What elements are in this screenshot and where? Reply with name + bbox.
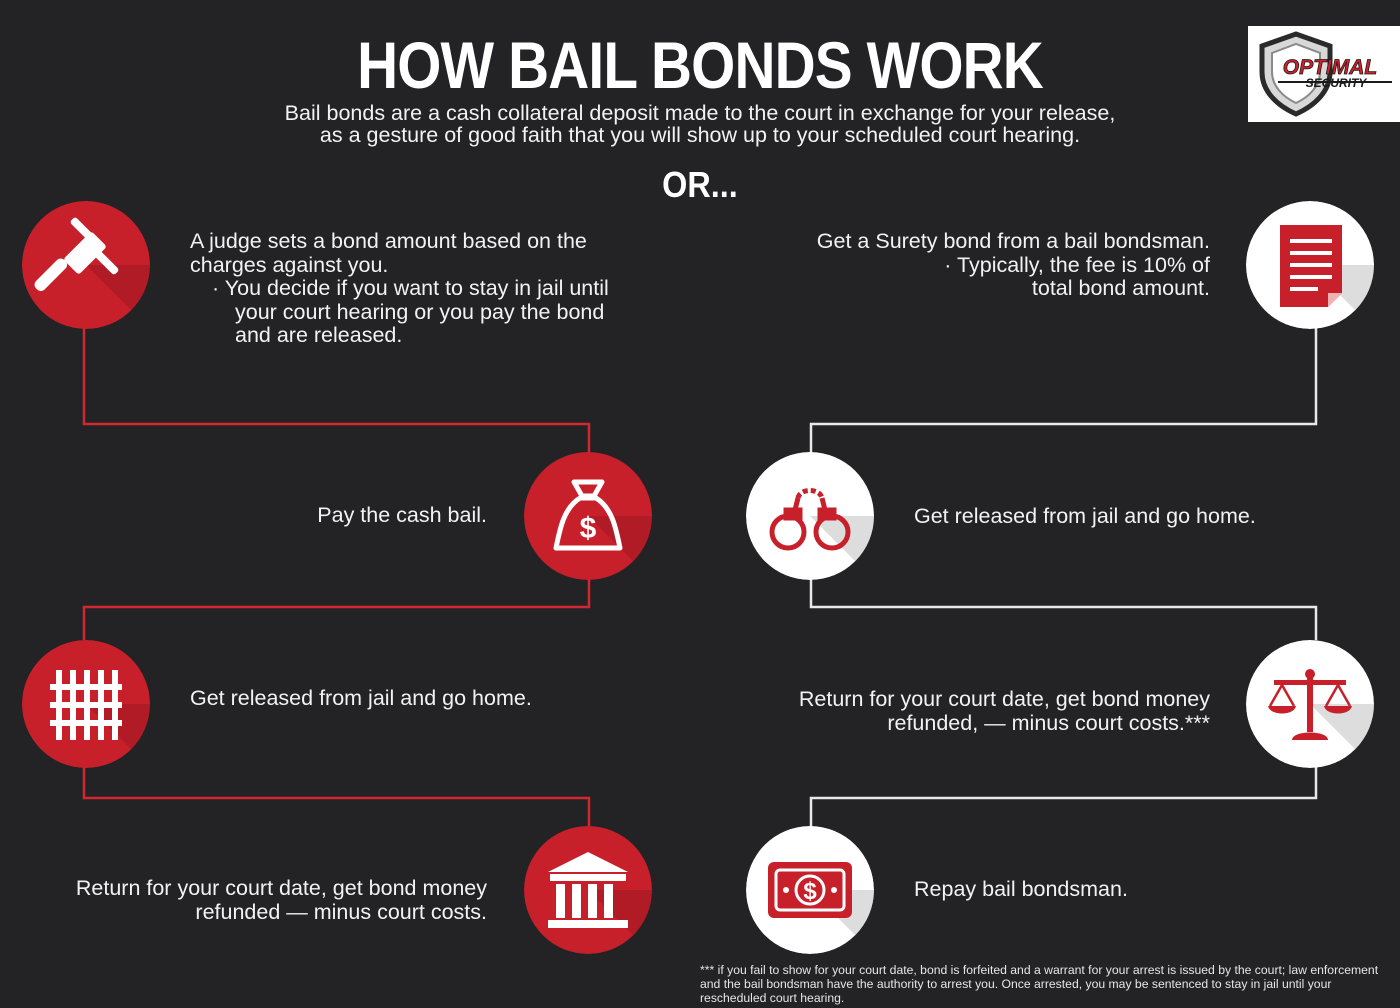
step-gavel-circle <box>22 201 150 329</box>
svg-text:$: $ <box>580 512 597 545</box>
scales-icon <box>1268 669 1352 740</box>
logo-text-security: SECURITY <box>1306 76 1368 90</box>
step-handcuffs-circle <box>746 452 874 580</box>
step-cash-bill-circle: $ <box>746 826 874 954</box>
right-step-1-text: Get a Surety bond from a bail bondsman. … <box>740 229 1210 301</box>
right-connector-1 <box>809 326 1318 456</box>
left-step-4-text: Return for your court date, get bond mon… <box>20 876 487 924</box>
shield-logo-icon: OPTIMAL SECURITY <box>1259 31 1392 117</box>
document-icon <box>1280 225 1342 307</box>
left-step-1-text: A judge sets a bond amount based on the … <box>190 229 670 348</box>
step-money-bag-circle: $ <box>524 452 652 580</box>
step-scales-circle <box>1246 640 1374 768</box>
left-step-2-text: Pay the cash bail. <box>200 503 487 528</box>
left-step-4-line-1: Return for your court date, get bond mon… <box>75 876 487 900</box>
left-step-4-line-2: refunded — minus court costs. <box>195 899 487 924</box>
right-step-3-text: Return for your court date, get bond mon… <box>720 687 1210 735</box>
right-step-2-line-1: Get released from jail and go home. <box>914 504 1256 528</box>
left-step-1-line-2: charges against you. <box>190 252 389 277</box>
cash-bill-icon: $ <box>768 862 852 918</box>
right-step-1-line-2: · Typically, the fee is 10% of <box>944 252 1210 277</box>
left-step-1-bullet-3: and are released. <box>235 323 403 347</box>
page-subtitle: Bail bonds are a cash collateral deposit… <box>200 102 1200 146</box>
page-title: HOW BAIL BONDS WORK <box>357 28 1044 102</box>
left-connector-3 <box>82 766 591 828</box>
right-step-4-line-1: Repay bail bondsman. <box>914 877 1128 901</box>
gavel-icon <box>34 217 119 292</box>
svg-text:$: $ <box>803 878 817 905</box>
or-label: OR... <box>662 164 738 205</box>
right-step-1-line-1: Get a Surety bond from a bail bondsman. <box>816 229 1210 253</box>
right-step-4-text: Repay bail bondsman. <box>914 877 1314 902</box>
step-jail-bars-circle <box>22 640 150 768</box>
right-step-3-line-1: Return for your court date, get bond mon… <box>798 687 1210 711</box>
left-step-1-bullet-1: · You decide if you want to stay in jail… <box>212 276 609 300</box>
subtitle-line-2: as a gesture of good faith that you will… <box>319 123 1081 147</box>
right-step-2-text: Get released from jail and go home. <box>914 504 1334 529</box>
right-step-1-line-3: total bond amount. <box>1031 276 1210 300</box>
step-courthouse-circle <box>524 826 652 954</box>
right-step-3-line-2: refunded, — minus court costs.*** <box>887 710 1210 735</box>
left-step-3-text: Get released from jail and go home. <box>190 686 650 711</box>
handcuffs-icon <box>769 488 851 551</box>
right-connector-2 <box>809 578 1318 640</box>
step-document-circle <box>1246 201 1374 329</box>
left-connector-1 <box>82 326 591 456</box>
left-step-2-line-1: Pay the cash bail. <box>317 503 487 527</box>
logo-text-optimal: OPTIMAL <box>1283 56 1378 79</box>
left-connector-2 <box>82 578 591 640</box>
subtitle-line-1: Bail bonds are a cash collateral deposit… <box>284 101 1116 125</box>
money-bag-icon: $ <box>553 479 623 551</box>
left-step-1-bullet-2: your court hearing or you pay the bond <box>235 299 605 324</box>
courthouse-icon <box>548 852 628 928</box>
left-step-1-line-1: A judge sets a bond amount based on the <box>190 229 587 253</box>
left-step-3-line-1: Get released from jail and go home. <box>190 686 532 710</box>
right-connector-3 <box>809 766 1318 828</box>
optimal-security-logo: OPTIMAL SECURITY <box>1248 26 1400 122</box>
jail-bars-icon <box>50 670 122 740</box>
footnote: *** if you fail to show for your court d… <box>700 963 1379 1005</box>
